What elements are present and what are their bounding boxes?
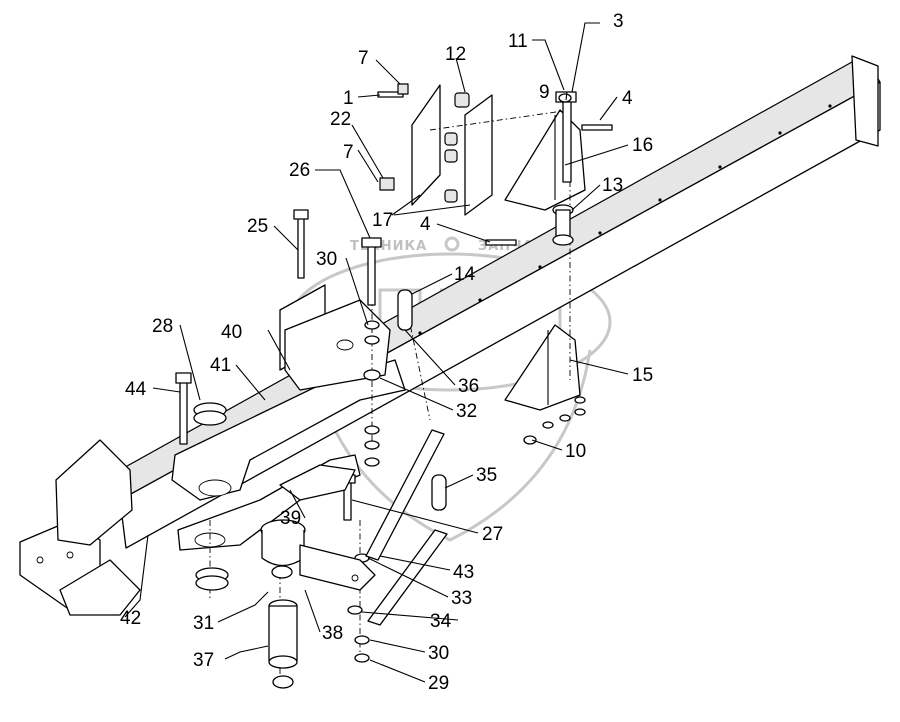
leader-lines (124, 22, 629, 683)
callout-15: 15 (632, 365, 653, 386)
bolt-4b (485, 239, 517, 246)
callout-42: 42 (120, 608, 141, 629)
callout-41: 41 (210, 355, 231, 376)
callout-10: 10 (565, 441, 586, 462)
callout-22: 22 (330, 109, 351, 130)
bolt-25 (293, 209, 309, 279)
washers-stack (347, 93, 586, 663)
callout-16: 16 (632, 135, 653, 156)
callout-4: 4 (622, 88, 633, 109)
callout-32: 32 (456, 401, 477, 422)
callout-14: 14 (454, 264, 476, 285)
callout-36: 36 (458, 376, 479, 397)
callout-37: 37 (193, 650, 214, 671)
spacer-13 (552, 204, 574, 246)
callout-30: 30 (428, 643, 449, 664)
callout-31: 31 (193, 613, 214, 634)
bracket-39 (279, 464, 356, 501)
callout-26: 26 (289, 160, 310, 181)
callout-35: 35 (476, 465, 497, 486)
callout-7: 7 (343, 142, 354, 163)
callout-1: 1 (343, 88, 354, 109)
bushings-12 (444, 92, 470, 203)
callout-11: 11 (508, 31, 528, 52)
pin-37 (268, 565, 298, 689)
nuts-7 (379, 83, 409, 191)
callout-44: 44 (125, 379, 147, 400)
bolt-4a (581, 124, 613, 131)
bolt-44 (175, 372, 192, 445)
callout-43: 43 (453, 562, 474, 583)
callout-17: 17 (372, 210, 393, 231)
callout-12: 12 (445, 44, 466, 65)
callout-4: 4 (420, 214, 431, 235)
callout-9: 9 (539, 82, 550, 103)
callout-39: 39 (280, 508, 301, 529)
callout-33: 33 (451, 588, 472, 609)
bolt-26 (361, 237, 382, 306)
bracket-16 (504, 109, 586, 211)
callout-labels: 3 11 12 7 1 9 4 22 16 7 26 13 17 4 25 30… (120, 11, 653, 694)
strap-43 (365, 429, 445, 561)
pin-14 (397, 289, 413, 331)
callout-28: 28 (152, 316, 173, 337)
bracket-15 (504, 324, 581, 411)
callout-30: 30 (316, 249, 337, 270)
callout-25: 25 (247, 216, 268, 237)
callout-7: 7 (358, 48, 369, 69)
callout-34: 34 (430, 611, 452, 632)
lever-38 (260, 519, 376, 591)
plate-17 (411, 84, 493, 216)
callout-27: 27 (482, 524, 503, 545)
callout-29: 29 (428, 673, 449, 694)
pin-35 (431, 474, 447, 511)
callout-13: 13 (602, 175, 623, 196)
callout-38: 38 (322, 623, 343, 644)
callout-3: 3 (613, 11, 624, 32)
bushings-28-31 (193, 402, 229, 591)
callout-40: 40 (221, 322, 242, 343)
